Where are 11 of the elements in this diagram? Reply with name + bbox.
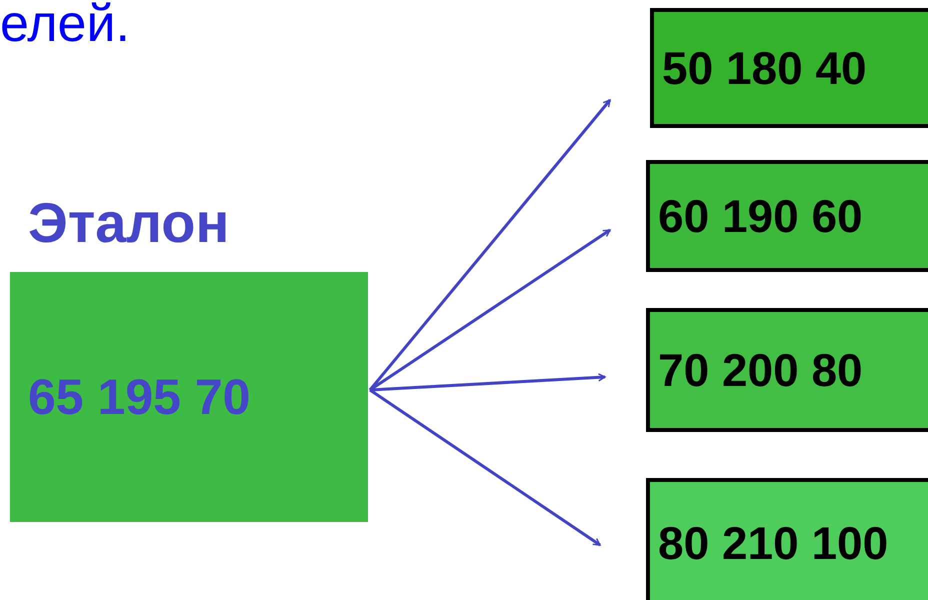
arrow	[369, 228, 611, 392]
color-value: 65 195 70	[28, 368, 250, 426]
arrow	[369, 388, 601, 546]
arrow	[368, 99, 612, 391]
color-value-box: 80 210 100	[646, 478, 928, 600]
heading: Эталон	[28, 190, 230, 255]
arrow	[370, 373, 606, 392]
color-value-box: 60 190 60	[646, 160, 928, 272]
color-value-box: 70 200 80	[646, 308, 928, 432]
text-fragment: елей.	[0, 0, 130, 54]
color-value-box: 50 180 40	[650, 8, 928, 128]
